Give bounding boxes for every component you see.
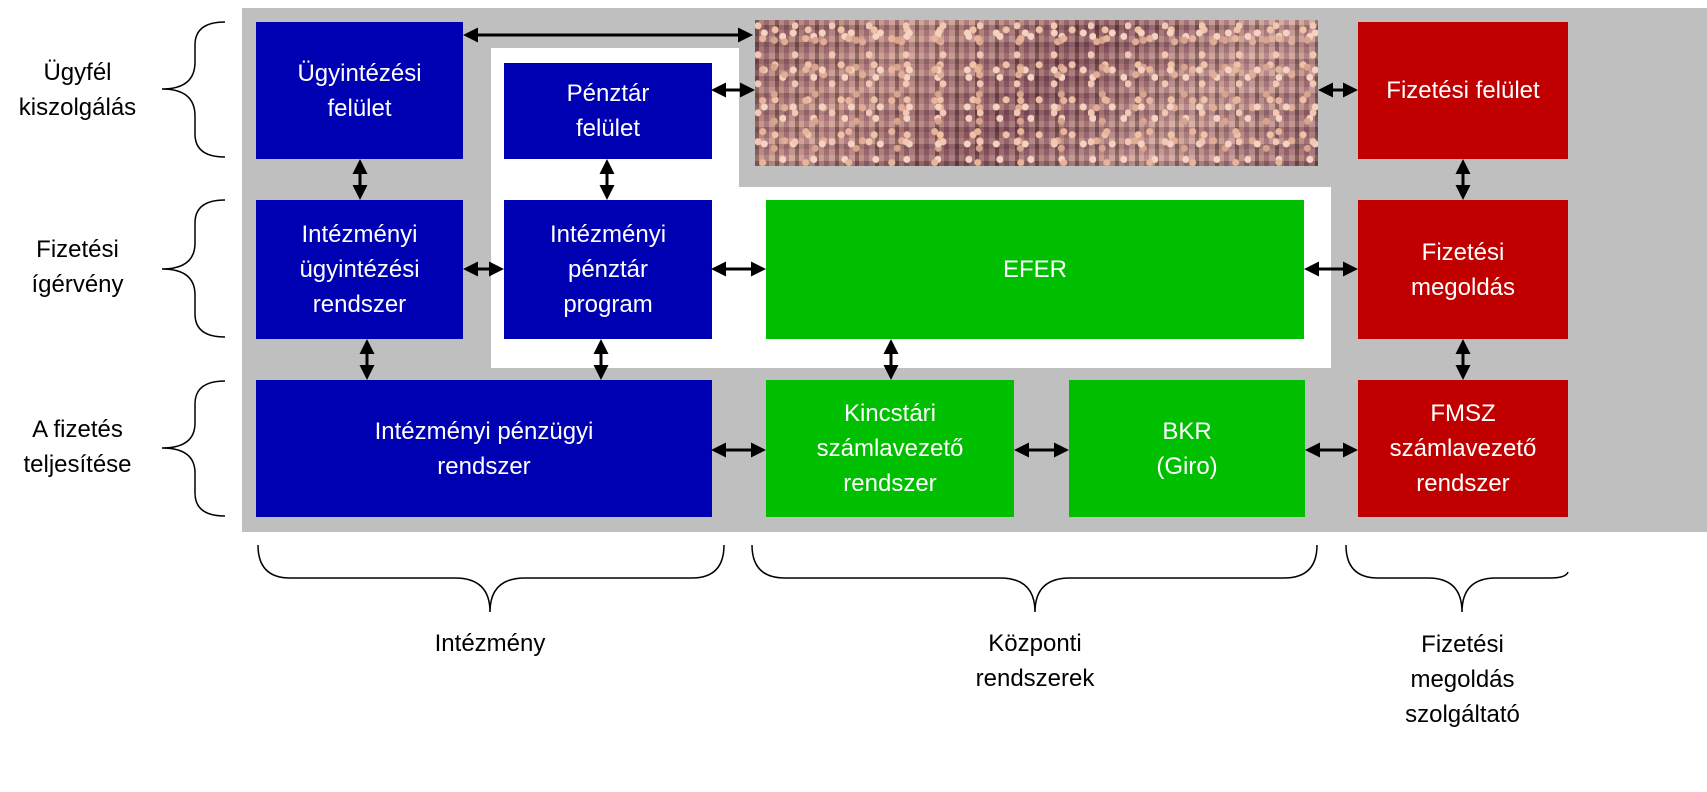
brace-fizetesi-megoldas-szolgaltato (1345, 544, 1569, 613)
brace-intezmeny (257, 544, 725, 613)
brace-customer-service (161, 21, 226, 158)
group-label-intezmeny: Intézmény (434, 629, 546, 657)
bkr-box: BKR (Giro) (1069, 380, 1305, 517)
crowd-photo (755, 20, 1318, 166)
intezmenyi-ugyintezesi-rendszer-box: Intézményi ügyintézési rendszer (256, 200, 463, 339)
group-label-fizetesi-megoldas-szolgaltato: Fizetési megoldás szolgáltató (1405, 630, 1520, 728)
row-label-customer-service: Ügyfél kiszolgálás (18, 59, 137, 121)
fizetesi-megoldas-box: Fizetési megoldás (1358, 200, 1568, 339)
group-label-kozponti-rendszerek: Központi rendszerek (975, 630, 1095, 692)
efer-box: EFER (766, 200, 1304, 339)
intezmenyi-penztar-program-box: Intézményi pénztár program (504, 200, 712, 339)
kincstari-szamlavezeto-rendszer-box: Kincstári számlavezető rendszer (766, 380, 1014, 517)
brace-payment-promise (161, 199, 226, 338)
fizetesi-felulet-box: Fizetési felület (1358, 22, 1568, 159)
penztar-felulet-box: Pénztár felület (504, 63, 712, 159)
ugyintezesi-felulet-box: Ügyintézési felület (256, 22, 463, 159)
brace-kozponti-rendszerek (751, 544, 1318, 613)
brace-payment-fulfillment (161, 380, 226, 517)
intezmenyi-penzugyi-rendszer-box: Intézményi pénzügyi rendszer (256, 380, 712, 517)
row-label-payment-fulfillment: A fizetés teljesítése (23, 416, 132, 478)
fmsz-szamlavezeto-rendszer-box: FMSZ számlavezető rendszer (1358, 380, 1568, 517)
row-label-payment-promise: Fizetési ígérvény (31, 236, 124, 298)
